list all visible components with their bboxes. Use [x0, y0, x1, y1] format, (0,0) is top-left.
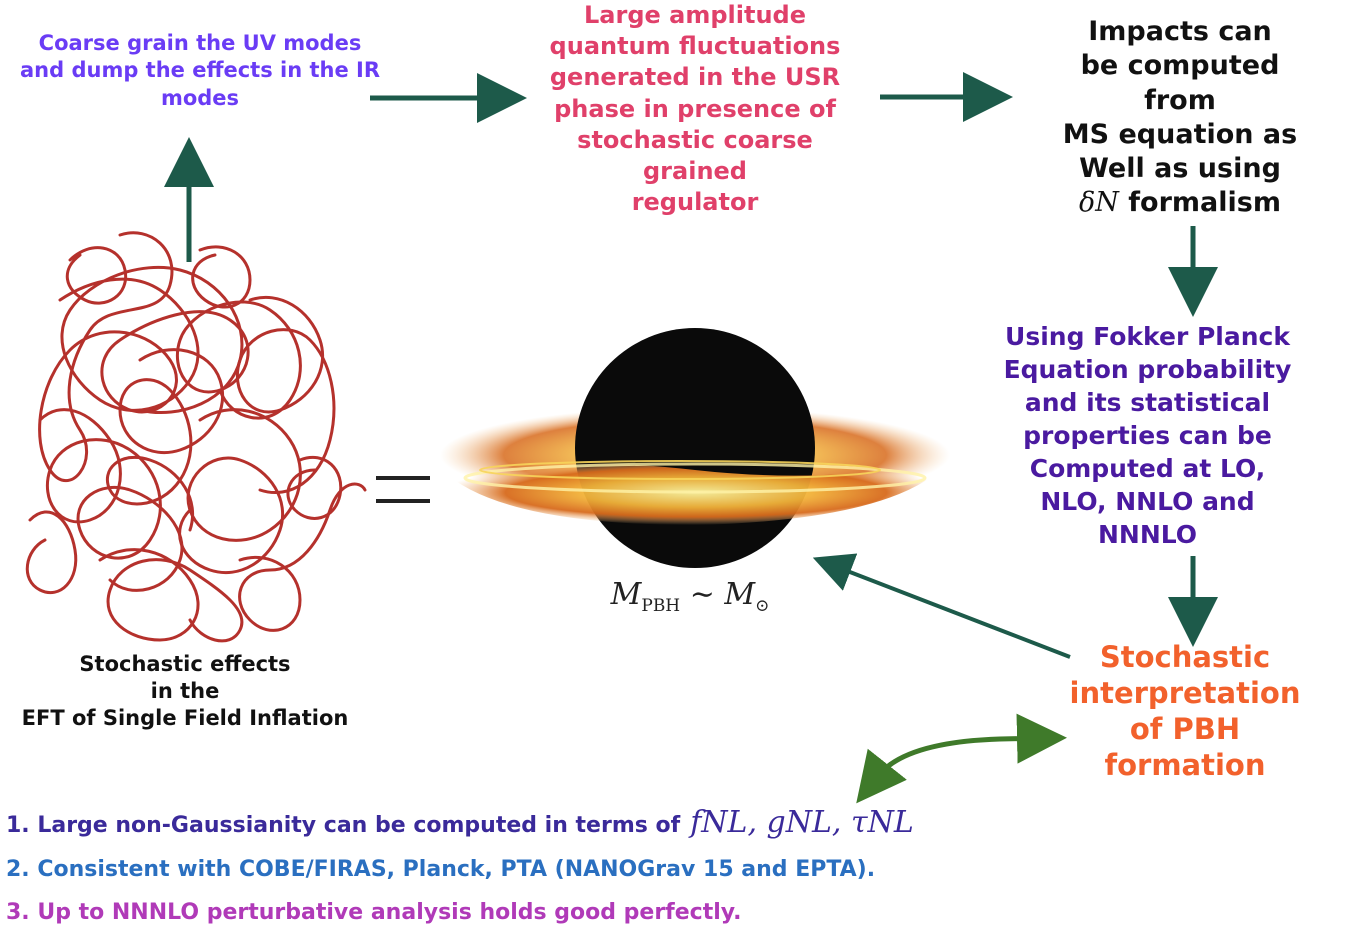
fokker-planck-line: NNNLO — [1097, 520, 1198, 549]
stochastic-pbh-line: of PBH — [1129, 711, 1241, 746]
arrow-stochastic-to-blackhole — [812, 553, 1071, 659]
large-amplitude-line: stochastic coarse — [577, 125, 813, 154]
bullet-1-text: 1. Large non-Gaussianity can be computed… — [6, 813, 681, 838]
impacts-line: Impacts can — [1088, 16, 1272, 47]
large-amplitude-line: quantum fluctuations — [549, 32, 841, 61]
bullet-1: 1. Large non-Gaussianity can be computed… — [6, 805, 914, 840]
fokker-planck-line: Computed at LO, — [1029, 454, 1266, 483]
fokker-planck-line: Equation probability — [1003, 355, 1292, 384]
stochastic-scribble — [25, 231, 367, 643]
pbh-mass-m: M — [610, 577, 642, 612]
large-amplitude-line: regulator — [631, 188, 759, 217]
bullet-2: 2. Consistent with COBE/FIRAS, Planck, P… — [6, 857, 876, 882]
pbh-mass-label: MPBH ∼ M⊙ — [560, 578, 820, 616]
fokker-planck-line: and its statistical — [1024, 388, 1271, 417]
stochastic-effects-line: EFT of Single Field Inflation — [21, 705, 349, 730]
coarse-grain-node: Coarse grain the UV modes and dump the e… — [0, 30, 400, 112]
delta-n-text: formalism — [1128, 187, 1281, 219]
double-arrow-bullets-to-stochastic — [856, 713, 1067, 804]
black-hole-image — [440, 328, 950, 568]
large-amplitude-node: Large amplitude quantum fluctuations gen… — [540, 0, 850, 218]
black-hole-sphere — [575, 328, 815, 568]
stochastic-pbh-node: Stochastic interpretation of PBH formati… — [1040, 640, 1330, 784]
pbh-mass-sun: ⊙ — [755, 596, 770, 616]
stochastic-effects-caption: Stochastic effects in the EFT of Single … — [0, 651, 370, 732]
impacts-line-delta-n: δN formalism — [1040, 186, 1320, 220]
large-amplitude-line: generated in the USR — [549, 63, 841, 92]
fokker-planck-line: NLO, NNLO and — [1040, 487, 1255, 516]
equals-sign — [376, 476, 430, 505]
pbh-mass-sim: ∼ — [689, 577, 715, 612]
impacts-line: MS equation as — [1062, 118, 1298, 150]
coarse-grain-line: modes — [160, 85, 240, 110]
coarse-grain-line: and dump the effects in the IR — [20, 58, 380, 83]
large-amplitude-line: grained — [643, 156, 747, 185]
equals-bar-bottom — [376, 499, 430, 503]
equals-bar-top — [376, 476, 430, 480]
impacts-node: Impacts can be computed from MS equation… — [1040, 15, 1320, 221]
stochastic-effects-line: Stochastic effects — [79, 652, 291, 676]
fokker-planck-node: Using Fokker Planck Equation probability… — [975, 320, 1320, 551]
fokker-planck-line: Using Fokker Planck — [1005, 322, 1290, 351]
large-amplitude-line: Large amplitude — [584, 1, 806, 29]
stochastic-effects-line: in the — [150, 678, 220, 703]
impacts-line: Well as using — [1079, 153, 1281, 185]
impacts-line: from — [1144, 84, 1216, 116]
stochastic-pbh-line: interpretation — [1069, 675, 1301, 710]
stochastic-pbh-line: formation — [1104, 747, 1266, 782]
bullet-1-math: fNL, gNL, τNL — [690, 805, 914, 840]
impacts-line: be computed — [1080, 50, 1280, 82]
coarse-grain-line: Coarse grain the UV modes — [38, 31, 362, 55]
stochastic-pbh-line: Stochastic — [1099, 640, 1271, 674]
bullet-3: 3. Up to NNNLO perturbative analysis hol… — [6, 900, 742, 925]
pbh-mass-sub: PBH — [641, 596, 681, 616]
pbh-mass-m2: M — [724, 577, 756, 612]
delta-n-symbol: δN — [1079, 187, 1119, 219]
large-amplitude-line: phase in presence of — [554, 94, 836, 123]
fokker-planck-line: properties can be — [1023, 421, 1272, 450]
